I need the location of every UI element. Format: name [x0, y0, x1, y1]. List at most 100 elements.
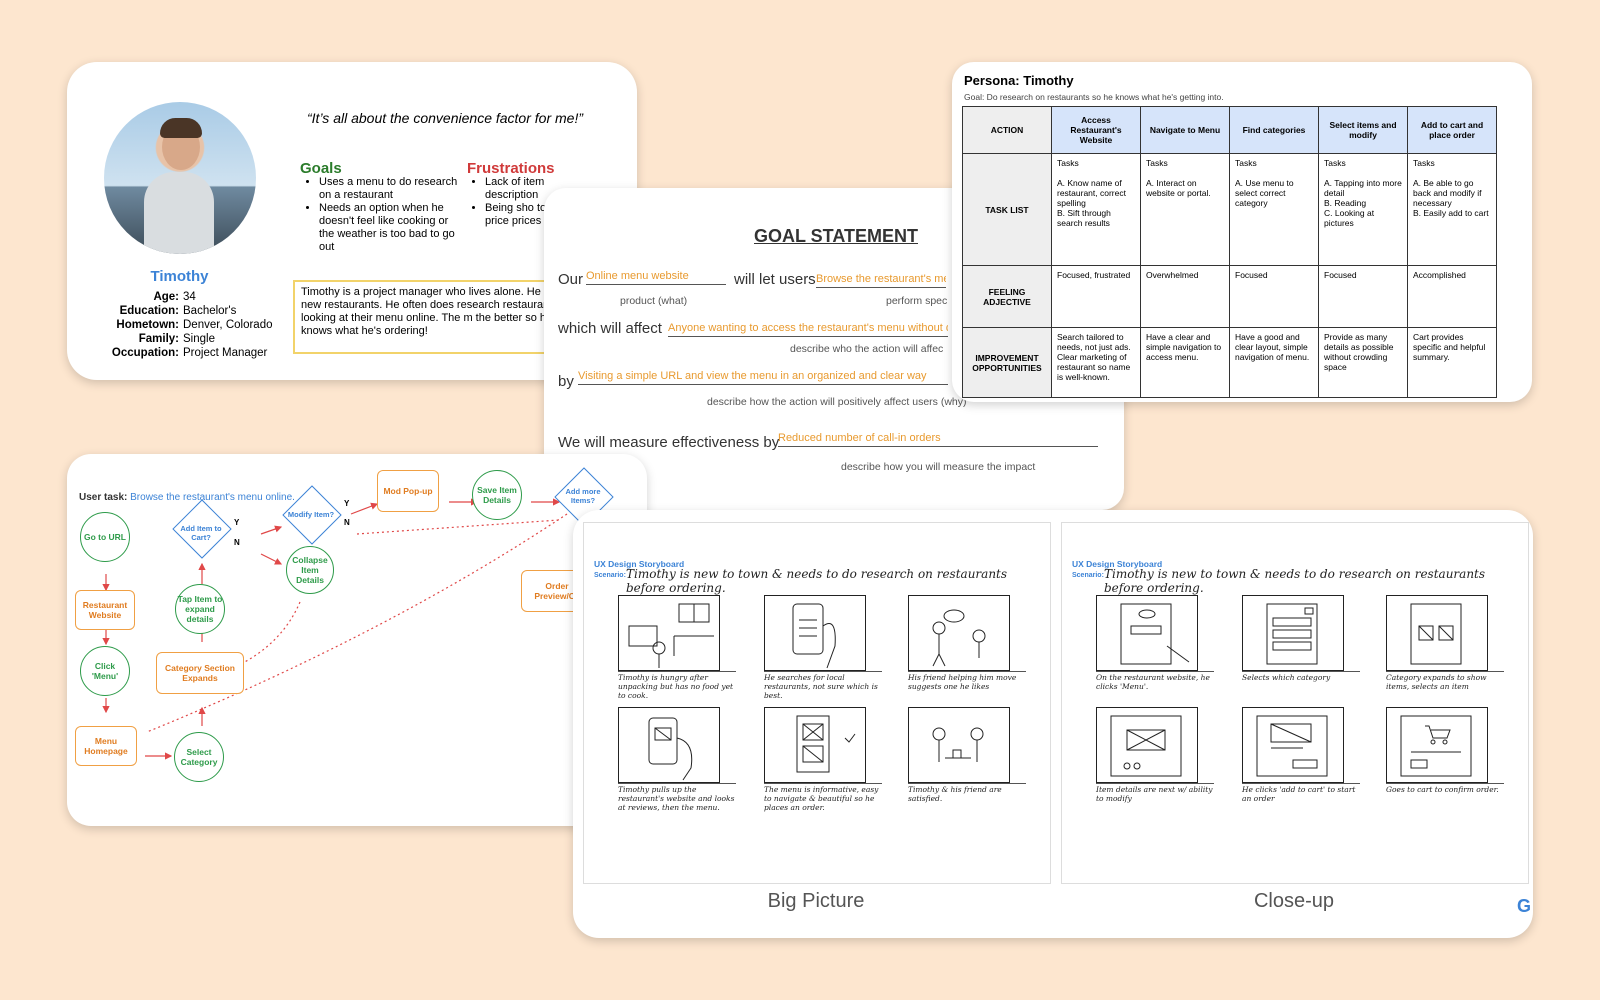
storyboard-frame: [1096, 707, 1198, 783]
storyboard-caption: His friend helping him move suggests one…: [908, 671, 1026, 691]
flow-decision-modify-label: Modify Item?: [287, 510, 335, 519]
journey-cell: Tasks A. Know name of restaurant, correc…: [1051, 153, 1141, 266]
storyboard-frame: [1096, 595, 1198, 671]
storyboard-close-up: UX Design Storyboard Scenario: Timothy i…: [1061, 522, 1529, 884]
journey-cell: Provide as many details as possible with…: [1318, 327, 1408, 398]
storyboard-title: UX Design Storyboard: [1072, 559, 1163, 569]
journey-cell: Have a clear and simple navigation to ac…: [1140, 327, 1230, 398]
storyboard-caption: Item details are next w/ ability to modi…: [1096, 783, 1214, 803]
flow-node-category-expands: Category Section Expands: [156, 652, 244, 694]
user-flow-card: User task: Browse the restaurant's menu …: [67, 454, 647, 826]
persona-details: Age:34 Education:Bachelor's Hometown:Den…: [111, 291, 273, 359]
flow-node-collapse: Collapse Item Details: [286, 546, 334, 594]
journey-map-card: Persona: Timothy Goal: Do research on re…: [952, 62, 1532, 402]
storyboard-caption: Timothy pulls up the restaurant's websit…: [618, 783, 736, 812]
flow-task: User task: Browse the restaurant's menu …: [79, 492, 295, 503]
frustrations-list: Lack of item description Being sho total…: [467, 176, 565, 228]
persona-card: Timothy Age:34 Education:Bachelor's Home…: [67, 62, 637, 380]
goal-measure-label: We will measure effectiveness by: [558, 434, 780, 451]
goal-product: Online menu website: [586, 270, 726, 285]
journey-cell: Focused: [1229, 265, 1319, 328]
storyboard-big-picture: UX Design Storyboard Scenario: Timothy i…: [583, 522, 1051, 884]
goal-by-label: by: [558, 373, 574, 390]
journey-cell: Search tailored to needs, not just ads. …: [1051, 327, 1141, 398]
flow-connectors: [102, 498, 568, 760]
storyboard-frame: [1386, 595, 1488, 671]
storyboard-frame: [908, 707, 1010, 783]
persona-quote: “It’s all about the convenience factor f…: [307, 110, 583, 126]
storyboard-caption: The menu is informative, easy to navigat…: [764, 783, 882, 812]
scenario-text: Timothy is new to town & needs to do res…: [626, 567, 1008, 595]
frustrations-heading: Frustrations: [467, 160, 555, 177]
journey-row-improvement: IMPROVEMENT OPPORTUNITIES Search tailore…: [962, 327, 1497, 398]
journey-cell: Tasks A. Be able to go back and modify i…: [1407, 153, 1497, 266]
flow-decision-add-more-label: Add more Items?: [565, 487, 601, 505]
goals-heading: Goals: [300, 160, 342, 177]
frustration-item: Lack of item description: [485, 176, 565, 202]
journey-column: Add to cart and place order: [1407, 106, 1497, 154]
storyboard-frame: [1386, 707, 1488, 783]
journey-cell: Have a good and clear layout, simple nav…: [1229, 327, 1319, 398]
flow-yes-label: Y: [234, 518, 240, 527]
flow-yes-label: Y: [344, 499, 350, 508]
journey-row-tasks: TASK LIST Tasks A. Know name of restaura…: [962, 153, 1497, 266]
journey-column: Access Restaurant's Website: [1051, 106, 1141, 154]
flow-decision-add-item-label: Add Item to Cart?: [180, 524, 222, 542]
scenario-label: Scenario:: [1072, 572, 1104, 579]
goal-cap-action: perform spec: [886, 295, 948, 307]
scenario-label: Scenario:: [594, 572, 626, 579]
goal-item: Needs an option when he doesn't feel lik…: [319, 202, 459, 254]
journey-column: Select items and modify: [1318, 106, 1408, 154]
persona-bio: Timothy is a project manager who lives a…: [293, 280, 593, 354]
flow-node-mod-popup: Mod Pop-up: [377, 470, 439, 512]
persona-name: Timothy: [150, 268, 209, 285]
storyboard-frame: [1242, 595, 1344, 671]
close-up-label: Close-up: [1253, 890, 1335, 912]
goal-our-label: Our: [558, 271, 584, 288]
flow-node-click-menu: Click 'Menu': [80, 646, 130, 696]
storyboard-caption: Category expands to show items, selects …: [1386, 671, 1504, 691]
journey-cell: Accomplished: [1407, 265, 1497, 328]
storyboard-frame: [908, 595, 1010, 671]
flow-no-label: N: [234, 538, 240, 547]
journey-cell: Overwhelmed: [1140, 265, 1230, 328]
goal-cap-how: describe how the action will positively …: [707, 396, 967, 408]
journey-row-label: TASK LIST: [962, 153, 1052, 266]
journey-row-label: FEELING ADJECTIVE: [962, 265, 1052, 328]
journey-row-feeling: FEELING ADJECTIVE Focused, frustrated Ov…: [962, 265, 1497, 328]
storyboard-title: UX Design Storyboard: [594, 559, 685, 569]
storyboard-card: UX Design Storyboard Scenario: Timothy i…: [573, 510, 1533, 938]
goal-cap-product: product (what): [620, 295, 688, 307]
goal-action: Browse the restaurant's menu: [816, 273, 946, 288]
journey-cell: Tasks A. Tapping into more detail B. Rea…: [1318, 153, 1408, 266]
flow-node-restaurant-website: Restaurant Website: [75, 590, 135, 630]
goal-measure: Reduced number of call-in orders: [778, 432, 1098, 447]
frustration-item: Being sho total price prices are: [485, 202, 565, 228]
goals-list: Uses a menu to do research on a restaura…: [301, 176, 459, 254]
storyboard-frame: [1242, 707, 1344, 783]
journey-header-row: ACTION Access Restaurant's Website Navig…: [962, 106, 1497, 154]
journey-column: Navigate to Menu: [1140, 106, 1230, 154]
storyboard-caption: On the restaurant website, he clicks 'Me…: [1096, 671, 1214, 691]
goal-which-will-affect: which will affect: [558, 320, 662, 337]
flow-node-save-details: Save Item Details: [472, 470, 522, 520]
flow-node-tap-item: Tap Item to expand details: [175, 584, 225, 634]
journey-cell: Cart provides specific and helpful summa…: [1407, 327, 1497, 398]
journey-row-label: IMPROVEMENT OPPORTUNITIES: [962, 327, 1052, 398]
storyboard-frame: [764, 595, 866, 671]
persona-photo: [104, 102, 256, 254]
flow-node-select-category: Select Category: [174, 732, 224, 782]
journey-subtitle: Goal: Do research on restaurants so he k…: [964, 92, 1224, 102]
goal-cap-measure: describe how you will measure the impact: [841, 461, 1036, 473]
storyboard-caption: Timothy is hungry after unpacking but ha…: [618, 671, 736, 700]
flow-node-go-to-url: Go to URL: [80, 512, 130, 562]
flow-node-menu-homepage: Menu Homepage: [75, 726, 137, 766]
journey-column: Find categories: [1229, 106, 1319, 154]
goal-statement-title: GOAL STATEMENT: [754, 226, 918, 246]
goal-who: Anyone wanting to access the restaurant'…: [668, 322, 948, 337]
goal-item: Uses a menu to do research on a restaura…: [319, 176, 459, 202]
storyboard-caption: He clicks 'add to cart' to start an orde…: [1242, 783, 1360, 803]
storyboard-frame: [764, 707, 866, 783]
storyboard-caption: Selects which category: [1242, 671, 1360, 682]
journey-cell: Tasks A. Use menu to select correct cate…: [1229, 153, 1319, 266]
